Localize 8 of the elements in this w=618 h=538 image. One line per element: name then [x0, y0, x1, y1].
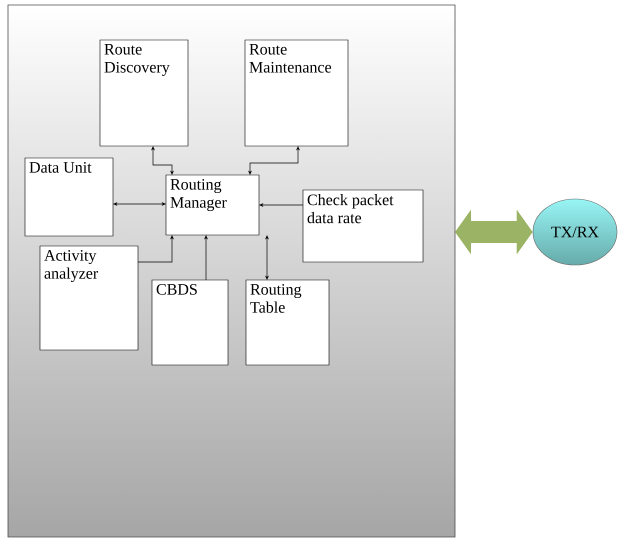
process-box: Route Discovery [100, 40, 188, 146]
process-box: Check packet data rate [302, 190, 424, 262]
process-box: Routing Manager [166, 174, 260, 236]
process-box: Activity analyzer [40, 246, 138, 350]
process-box: Data Unit [24, 158, 114, 236]
process-box: Route Maintenance [244, 40, 348, 146]
process-box: Routing Table [246, 280, 330, 366]
process-box: CBDS [152, 280, 228, 366]
